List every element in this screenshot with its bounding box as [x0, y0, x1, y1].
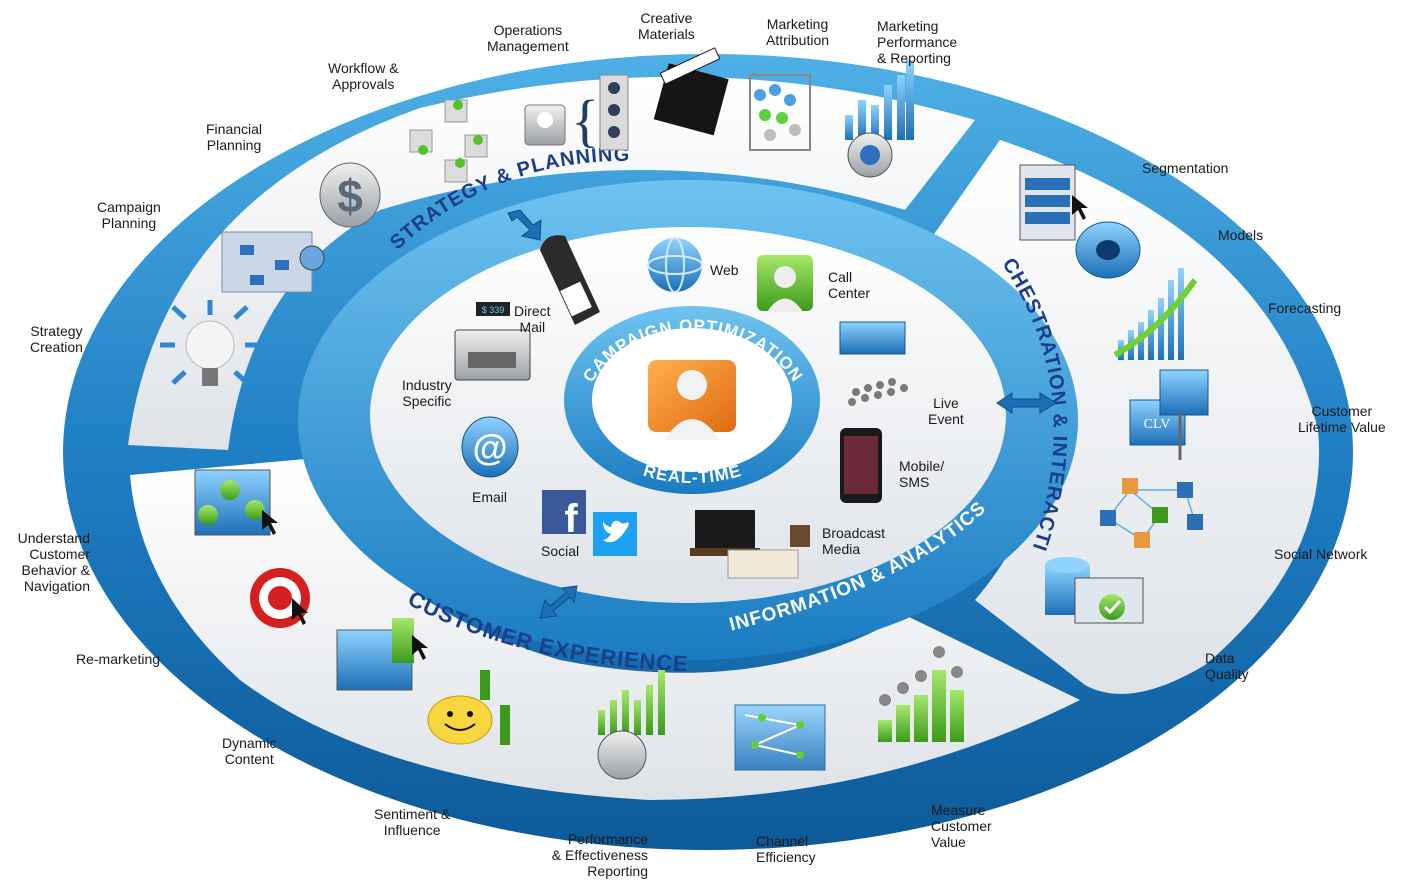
target-icon: [250, 568, 310, 628]
sentiment-smiley-icon: [427, 670, 510, 745]
center-person-icon: [648, 360, 736, 440]
performance-chart-gear-icon: [845, 60, 914, 178]
label-marketing-attribution: Marketing Attribution: [766, 16, 830, 48]
label-web: Web: [710, 262, 739, 278]
label-email: Email: [472, 489, 508, 505]
twitter-icon: [593, 512, 637, 556]
label-channel-efficiency: Channel Efficiency: [756, 833, 816, 865]
navigation-screen-icon: [194, 469, 278, 536]
label-workflow-approvals: Workflow & Approvals: [328, 60, 399, 92]
svg-text:$: $: [337, 170, 363, 222]
label-models: Models: [1218, 227, 1264, 243]
clv-text: CLV: [1144, 417, 1171, 432]
dollar-sign-icon: $: [319, 162, 381, 228]
label-mobile-sms: Mobile/ SMS: [899, 458, 945, 490]
live-event-icon: [839, 321, 908, 406]
label-data-quality: Data Quality: [1205, 650, 1249, 682]
label-segmentation: Segmentation: [1142, 160, 1229, 176]
call-center-icon: [757, 255, 813, 312]
label-customer-lifetime-value: Customer Lifetime Value: [1298, 403, 1386, 435]
operations-org-icon: {: [524, 74, 629, 153]
clv-sign-icon: CLV: [1129, 369, 1209, 460]
label-industry-specific: Industry Specific: [402, 377, 452, 409]
label-operations-management: Operations Management: [487, 22, 569, 54]
mobile-phone-icon: [840, 428, 882, 503]
label-direct-mail: Direct Mail: [514, 303, 551, 335]
register-display-text: $ 339: [482, 305, 505, 315]
label-creative-materials: Creative Materials: [638, 10, 695, 42]
label-remarketing: Re-marketing: [76, 651, 161, 667]
dynamic-content-screen-icon: [336, 618, 428, 691]
label-social: Social: [541, 543, 580, 559]
broadcast-tv-room-icon: [690, 510, 810, 579]
svg-text:{: {: [571, 88, 599, 153]
measure-value-chart-icon: [878, 646, 964, 742]
orchestration-panel: [930, 140, 1320, 694]
attribution-abacus-icon: [749, 74, 811, 151]
direct-mail-mailbox-icon: [540, 235, 600, 325]
label-broadcast-media: Broadcast Media: [822, 525, 886, 557]
label-campaign-planning: Campaign Planning: [97, 199, 161, 231]
facebook-icon: f: [542, 490, 586, 541]
lightbulb-icon: [160, 300, 260, 386]
email-at-icon: @: [461, 416, 519, 478]
label-forecasting: Forecasting: [1268, 300, 1342, 316]
data-quality-database-icon: [1045, 557, 1144, 624]
label-performance-reporting: Performance & Effectiveness Reporting: [551, 831, 648, 879]
double-arrow-icon: [996, 392, 1057, 414]
segmentation-icon: [1019, 164, 1088, 241]
double-arrow-icon: [539, 585, 578, 619]
clapperboard-icon: [653, 47, 729, 136]
label-marketing-performance: Marketing Performance & Reporting: [877, 18, 958, 66]
label-live-event: Live Event: [928, 395, 964, 427]
forecasting-chart-icon: [1113, 268, 1198, 360]
web-globe-icon: [647, 237, 703, 293]
label-dynamic-content: Dynamic Content: [222, 735, 277, 767]
svg-text:f: f: [564, 497, 578, 541]
label-financial-planning: Financial Planning: [206, 121, 263, 153]
label-measure-customer-value: Measure Customer Value: [931, 802, 992, 850]
label-understand-behavior: Understand Customer Behavior & Navigatio…: [17, 530, 90, 594]
channel-efficiency-icon: [734, 704, 826, 771]
cash-register-icon: $ 339: [454, 302, 531, 381]
double-arrow-icon: [507, 209, 542, 241]
label-strategy-creation: Strategy Creation: [30, 323, 83, 355]
label-social-network: Social Network: [1274, 546, 1368, 562]
workflow-approvals-icon: [409, 99, 488, 183]
label-sentiment-influence: Sentiment & Influence: [374, 806, 451, 838]
customer-panel: [130, 458, 1080, 800]
social-network-icon: [1100, 478, 1203, 548]
effectiveness-chart-gear-icon: [597, 670, 665, 780]
label-call-center: Call Center: [828, 269, 871, 301]
models-disc-icon: [1075, 221, 1141, 279]
svg-text:@: @: [472, 427, 507, 468]
campaign-calendar-grid-icon: [221, 231, 325, 293]
